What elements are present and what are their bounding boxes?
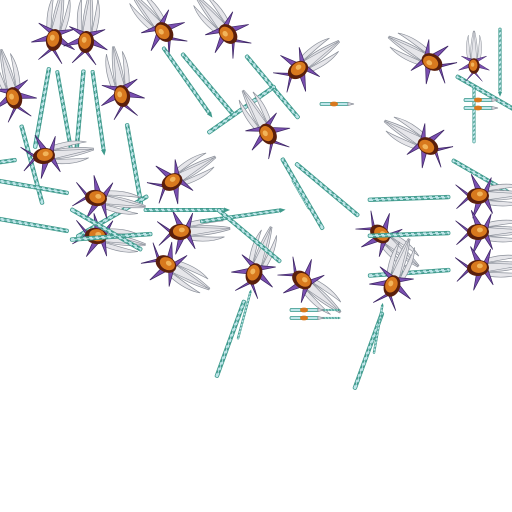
spiked-lance-sprite bbox=[458, 30, 490, 144]
mini-lance-sprite bbox=[289, 315, 325, 321]
lance-shaft-sprite bbox=[371, 302, 385, 355]
lance-shaft-sprite bbox=[497, 27, 503, 98]
spiked-lance-sprite bbox=[195, 218, 293, 386]
mini-lance-sprite bbox=[319, 101, 355, 107]
lance-shaft-sprite bbox=[89, 69, 108, 157]
spiked-lance-sprite bbox=[202, 191, 356, 330]
lance-shaft-sprite bbox=[290, 179, 311, 211]
spiked-lance-sprite bbox=[0, 156, 150, 229]
mini-lance-sprite bbox=[463, 105, 499, 111]
spiked-lance-sprite bbox=[114, 0, 253, 132]
